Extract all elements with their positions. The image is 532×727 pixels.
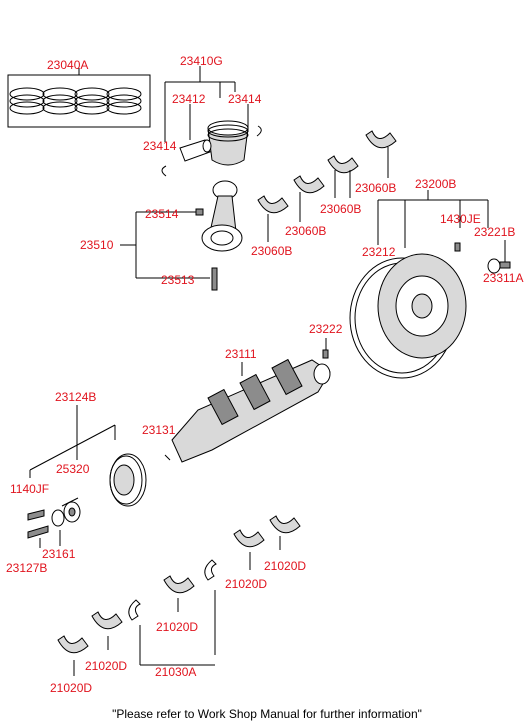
- part-label-21030A: 21030A: [155, 665, 196, 679]
- part-labels: 23040A 23410G 23412 23414 23414 23060B 2…: [6, 54, 523, 695]
- part-label-23111: 23111: [225, 347, 257, 361]
- part-label-23514: 23514: [145, 207, 179, 221]
- part-label-21020D-2: 21020D: [225, 577, 267, 591]
- part-label-23161: 23161: [42, 547, 76, 561]
- part-label-23311A: 23311A: [483, 271, 523, 285]
- part-label-23040A: 23040A: [47, 58, 88, 72]
- connecting-rod: [120, 180, 243, 291]
- crankshaft: [164, 338, 331, 463]
- part-label-23513: 23513: [161, 273, 195, 287]
- part-label-1140JF: 1140JF: [10, 482, 49, 496]
- part-label-23414-right: 23414: [228, 92, 262, 106]
- part-label-23124B: 23124B: [55, 390, 96, 404]
- part-label-23060B-2: 23060B: [320, 202, 361, 216]
- part-label-23412: 23412: [172, 92, 206, 106]
- part-label-23222: 23222: [309, 322, 343, 336]
- part-label-21020D-3: 21020D: [156, 620, 198, 634]
- flywheel-assembly: [349, 190, 511, 379]
- part-label-23131: 23131: [142, 423, 176, 437]
- part-label-23127B: 23127B: [6, 561, 47, 575]
- conrod-bearings: [257, 130, 397, 242]
- part-label-23060B-1: 23060B: [355, 181, 396, 195]
- part-label-23414-left: 23414: [143, 139, 177, 153]
- part-label-23212: 23212: [362, 245, 396, 259]
- main-bearings: [57, 515, 301, 676]
- part-label-21020D-5: 21020D: [50, 681, 92, 695]
- part-label-1430JE: 1430JE: [440, 212, 481, 226]
- piston-ring-set: [7, 68, 151, 128]
- piston-assembly: [161, 66, 262, 177]
- part-label-23060B-4: 23060B: [251, 244, 292, 258]
- part-label-21020D-1: 21020D: [264, 559, 306, 573]
- part-label-25320: 25320: [56, 462, 90, 476]
- part-label-23221B: 23221B: [474, 225, 515, 239]
- footer-note: "Please refer to Work Shop Manual for fu…: [112, 707, 422, 721]
- part-label-23410G: 23410G: [180, 54, 223, 68]
- part-label-23060B-3: 23060B: [285, 224, 326, 238]
- part-label-23510: 23510: [80, 238, 114, 252]
- part-label-21020D-4: 21020D: [85, 659, 127, 673]
- part-label-23200B: 23200B: [415, 177, 456, 191]
- damper-pulley-assembly: [27, 405, 147, 548]
